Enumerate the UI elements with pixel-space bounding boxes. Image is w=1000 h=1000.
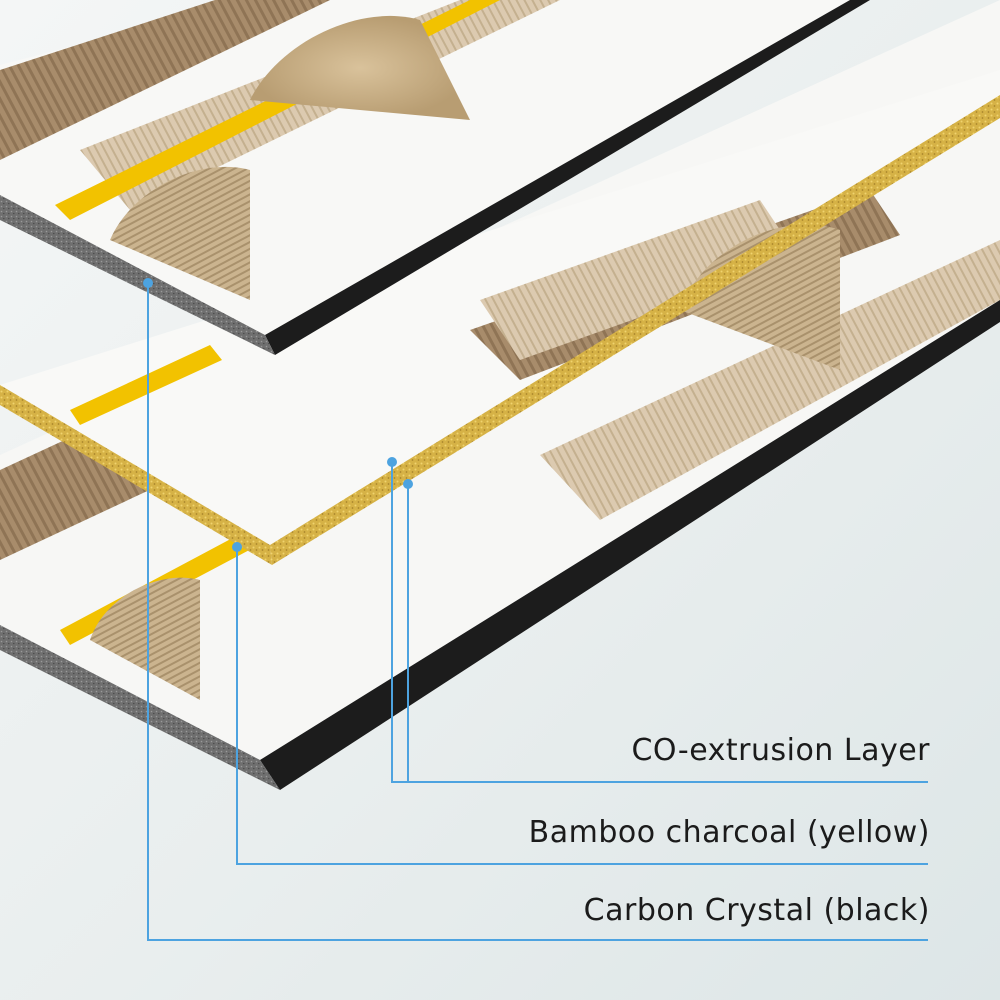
board-middle-gold-strip <box>70 345 222 425</box>
callout-dot-carbon <box>143 278 153 288</box>
callout-label-carbon-crystal: Carbon Crystal (black) <box>583 893 930 928</box>
callout-line-bamboo <box>236 547 928 865</box>
board-top-carbon-side <box>0 195 275 355</box>
board-middle-light-band <box>480 200 800 360</box>
board-middle-rope-arch <box>680 224 840 370</box>
callout-dots <box>143 278 413 552</box>
callout-line-co-extrusion-a <box>391 462 928 783</box>
board-top <box>0 0 870 355</box>
board-top-black-edge <box>265 0 870 355</box>
callout-dot-bamboo <box>232 542 242 552</box>
callout-label-bamboo-charcoal: Bamboo charcoal (yellow) <box>528 815 930 850</box>
board-top-rope-ring <box>250 15 470 121</box>
callout-dot-co-extrusion-b <box>403 479 413 489</box>
board-middle-yellow-edge <box>270 95 1000 565</box>
board-bottom-black-edge <box>260 300 1000 790</box>
board-top-wood-band <box>0 0 330 160</box>
callout-line-carbon <box>147 283 928 941</box>
board-middle-yellow-side <box>0 385 272 565</box>
callout-label-co-extrusion: CO-extrusion Layer <box>631 733 930 768</box>
board-bottom-rope-arch <box>90 577 200 700</box>
board-middle <box>0 70 1000 565</box>
callout-lines <box>147 283 928 941</box>
board-top-rope-arch <box>110 166 250 300</box>
board-bottom-light-band <box>540 240 1000 520</box>
board-bottom-carbon-side <box>0 625 280 790</box>
callout-dot-co-extrusion-a <box>387 457 397 467</box>
